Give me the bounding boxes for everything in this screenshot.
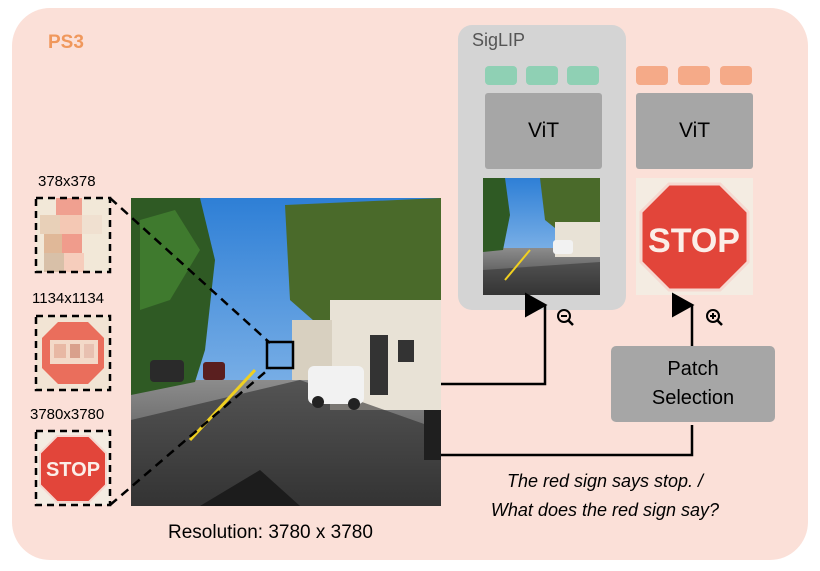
ps3-vit-block: ViT [636, 93, 753, 169]
caption-line-1: The red sign says stop. / [506, 471, 704, 491]
caption-line-2: What does the red sign say? [490, 500, 720, 520]
vit-token [720, 66, 752, 85]
resolution-label-3780: 3780x3780 [30, 406, 105, 423]
street-photo [131, 198, 441, 506]
resolution-label-1134: 1134x1134 [32, 290, 105, 307]
diagram-title: PS3 [48, 32, 84, 53]
patch-selection-box: Patch Selection [611, 346, 775, 422]
zoom-region-box [265, 340, 295, 370]
vit-token [636, 66, 668, 85]
zoom-out-icon [557, 309, 574, 326]
resolution-caption: Resolution: 3780 x 3780 [168, 522, 373, 543]
siglip-label: SigLIP [472, 30, 526, 50]
patch-1134 [34, 314, 112, 392]
high-res-stop-patch: STOP [636, 178, 753, 295]
patch-selection-line-2: Selection [651, 387, 735, 409]
patch-3780: STOP [34, 429, 112, 507]
resolution-label-378: 378x378 [38, 173, 96, 190]
text-caption: The red sign says stop. / What does the … [440, 467, 770, 525]
siglip-vit-block: ViT [485, 93, 602, 169]
vit-token [678, 66, 710, 85]
stop-text-small: STOP [46, 459, 100, 481]
zoom-in-icon [706, 309, 723, 326]
patch-selection-line-1: Patch [667, 358, 719, 380]
siglip-token [567, 66, 599, 85]
stop-text-large: STOP [648, 222, 740, 260]
siglip-token [485, 66, 517, 85]
patch-378 [34, 196, 112, 274]
downsampled-photo [483, 178, 600, 295]
siglip-token [526, 66, 558, 85]
